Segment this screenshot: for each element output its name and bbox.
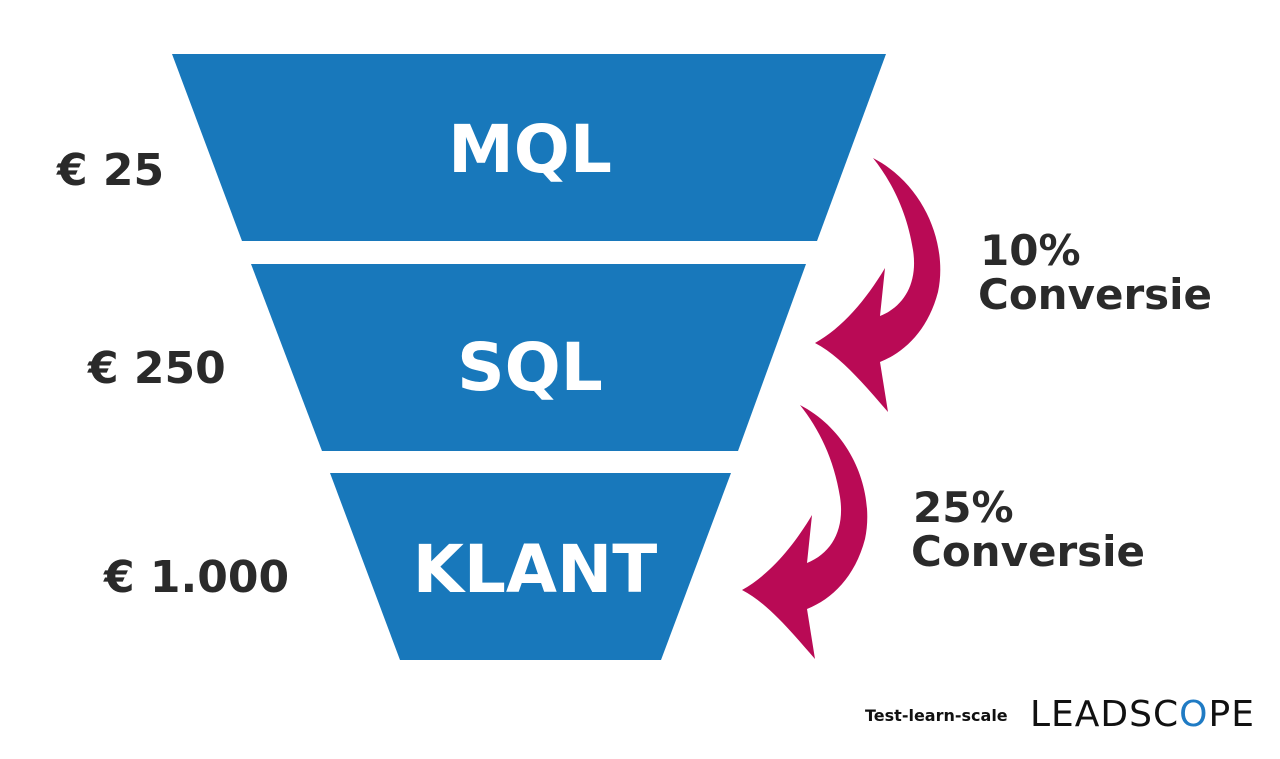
conversion-percent-1: 10%	[980, 226, 1081, 275]
logo-text-end: PE	[1208, 694, 1255, 735]
funnel-stage-mql	[172, 54, 886, 241]
funnel-stage-klant	[330, 473, 731, 660]
conversion-label-1: Conversie	[978, 270, 1212, 319]
cost-klant: € 1.000	[103, 552, 289, 603]
conversion-percent-2: 25%	[913, 483, 1014, 532]
curved-arrow-icon	[742, 405, 868, 659]
curved-arrow-icon	[815, 158, 941, 412]
conversion-label-2: Conversie	[911, 527, 1145, 576]
stage-label-sql: SQL	[457, 329, 603, 406]
tagline: Test-learn-scale	[865, 706, 1008, 725]
leadscope-logo: LEADSCOPE	[1030, 694, 1255, 735]
stage-label-mql: MQL	[448, 111, 612, 188]
funnel-stage-sql	[251, 264, 806, 451]
power-arrow-icon: O	[1179, 694, 1209, 735]
cost-mql: € 25	[56, 145, 164, 196]
cost-sql: € 250	[87, 343, 226, 394]
stage-label-klant: KLANT	[413, 531, 658, 608]
logo-text-start: LEADSC	[1030, 694, 1180, 735]
